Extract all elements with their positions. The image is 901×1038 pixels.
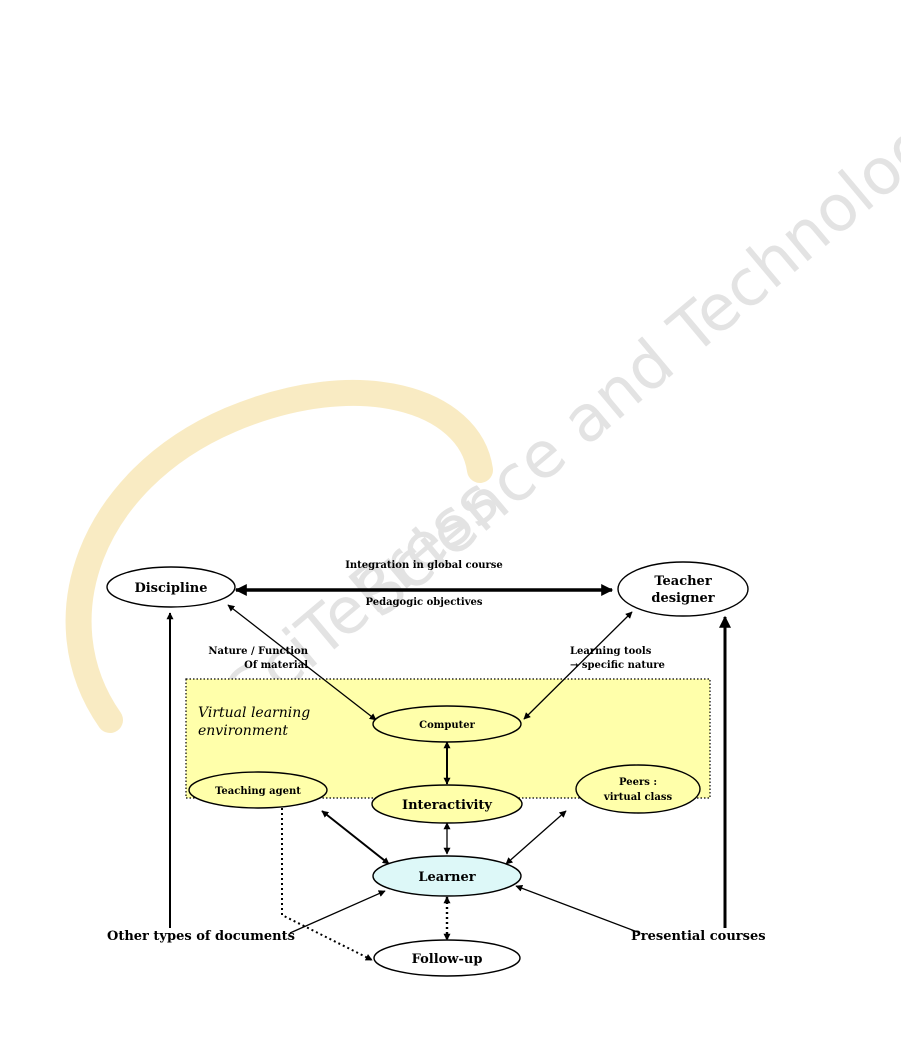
node-discipline-label: Discipline xyxy=(134,581,207,596)
node-teacher-label-line1: Teacher xyxy=(654,574,712,589)
node-peers-label-line1: Peers : xyxy=(619,777,657,788)
discipline-computer-arrow xyxy=(227,604,377,721)
watermark-tagline: Science and Technology Publications xyxy=(343,0,901,632)
node-teaching-agent: Teaching agent xyxy=(188,771,328,809)
label-presential-courses: Presential courses xyxy=(631,929,766,944)
watermark-logo: SciTePress Science and Technology Public… xyxy=(65,0,901,733)
node-learner-label: Learner xyxy=(418,870,475,885)
node-follow-up: Follow-up xyxy=(373,939,521,977)
environment-label-line2: environment xyxy=(198,723,288,739)
presential-learner-arrow xyxy=(515,884,641,934)
node-computer-label: Computer xyxy=(419,720,475,731)
node-peers-label-line2: virtual class xyxy=(603,792,673,803)
other-docs-learner-arrow xyxy=(289,890,386,934)
node-follow-up-label: Follow-up xyxy=(412,952,483,967)
node-peers: Peers : virtual class xyxy=(575,764,701,814)
node-computer: Computer xyxy=(372,705,522,743)
node-teaching-agent-label: Teaching agent xyxy=(215,786,301,797)
label-tools-line1: Learning tools xyxy=(570,646,652,657)
agent-followup-dotted-arrow xyxy=(281,808,373,961)
agent-learner-arrow xyxy=(321,810,390,865)
node-learner: Learner xyxy=(372,855,522,897)
environment-label-line1: Virtual learning xyxy=(198,705,310,721)
node-interactivity-label: Interactivity xyxy=(402,798,492,813)
node-interactivity: Interactivity xyxy=(371,784,523,824)
label-tools-line2: → specific nature xyxy=(570,660,665,671)
label-pedagogic: Pedagogic objectives xyxy=(365,597,482,608)
label-integration: Integration in global course xyxy=(345,560,503,571)
label-other-documents: Other types of documents xyxy=(107,929,295,944)
peers-learner-arrow xyxy=(505,810,567,865)
node-teacher-label-line2: designer xyxy=(651,591,714,606)
watermark-ring xyxy=(65,380,493,733)
teacher-computer-arrow xyxy=(523,611,633,720)
node-teacher-designer: Teacher designer xyxy=(617,561,749,617)
label-nature-line2: Of material xyxy=(244,660,308,671)
label-nature-line1: Nature / Function xyxy=(208,646,308,657)
node-discipline: Discipline xyxy=(106,566,236,608)
